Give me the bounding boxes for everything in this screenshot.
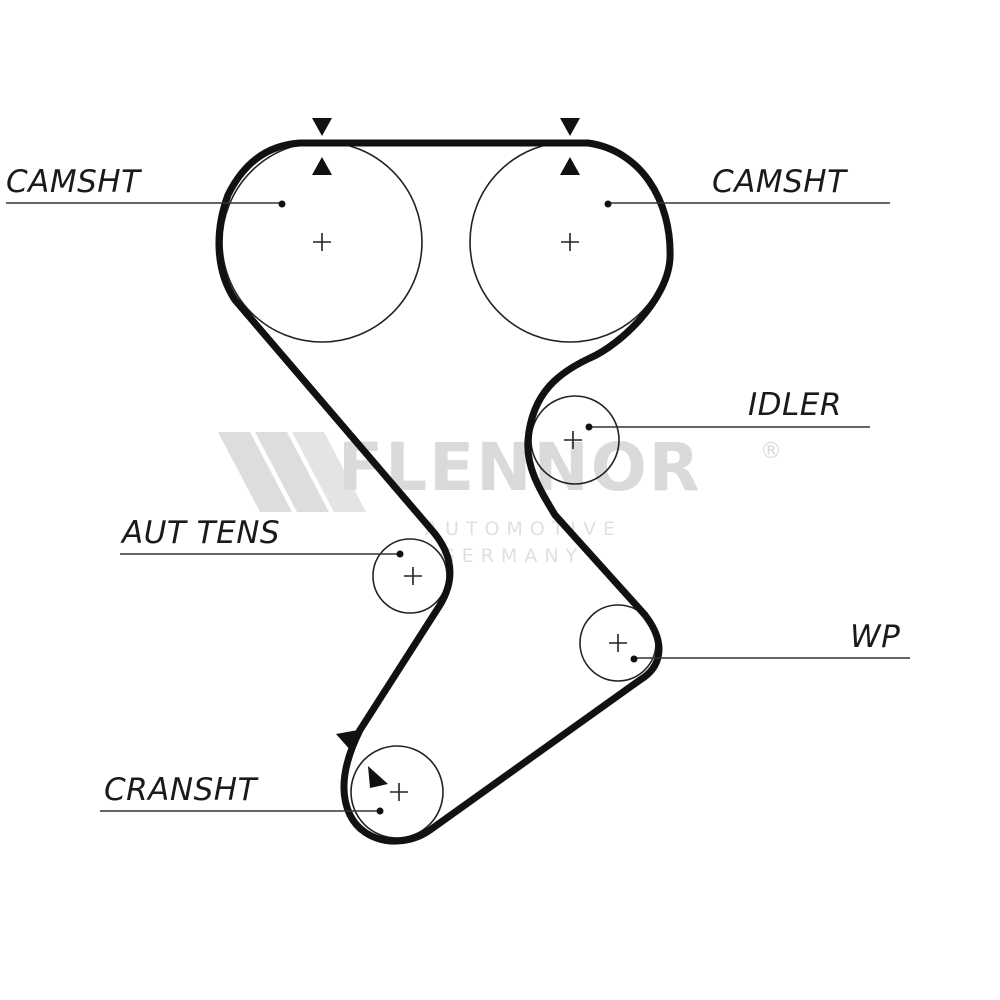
auto-tensioner-centre-mark [404, 567, 422, 585]
leader-lines [6, 202, 910, 812]
camshaft-right-timing-mark-outer [560, 118, 580, 136]
camshaft-left-centre-mark [313, 233, 331, 251]
timing-marks [312, 118, 580, 788]
idler-leader-dot [585, 423, 593, 431]
watermark-line-germany: GERMANY [440, 545, 584, 567]
idler-centre-mark [564, 431, 582, 449]
label-idler: IDLER [748, 387, 842, 423]
label-crankshaft: CRANSHT [104, 772, 259, 808]
auto-tensioner-leader-dot [396, 550, 404, 558]
watermark: FLENNOR ® AUTOMOTIVE GERMANY [218, 429, 782, 567]
watermark-logo-mark [218, 432, 366, 512]
label-camshaft-left: CAMSHT [6, 164, 142, 200]
crankshaft-leader-dot [376, 807, 384, 815]
camshaft-right-timing-mark-inner [560, 157, 580, 175]
watermark-brand: FLENNOR [338, 429, 702, 506]
label-camshaft-right: CAMSHT [712, 164, 848, 200]
camshaft-left-timing-mark-inner [312, 157, 332, 175]
camshaft-right-leader-dot [604, 200, 612, 208]
watermark-registered-mark: ® [760, 439, 782, 464]
label-auto-tensioner: AUT TENS [120, 515, 280, 551]
crankshaft-timing-mark-outer [336, 730, 358, 752]
camshaft-right-centre-mark [561, 233, 579, 251]
camshaft-left-timing-mark-outer [312, 118, 332, 136]
water-pump-centre-mark [609, 634, 627, 652]
leader-dots [278, 200, 638, 815]
pulley-centre-marks [313, 233, 627, 801]
crankshaft-centre-mark [390, 783, 408, 801]
watermark-line-automotive: AUTOMOTIVE [425, 518, 622, 540]
label-water-pump: WP [850, 619, 900, 655]
timing-belt [215, 139, 674, 845]
crankshaft-timing-mark-inner [368, 766, 388, 788]
camshaft-left-leader-dot [278, 200, 286, 208]
water-pump-leader-dot [630, 655, 638, 663]
